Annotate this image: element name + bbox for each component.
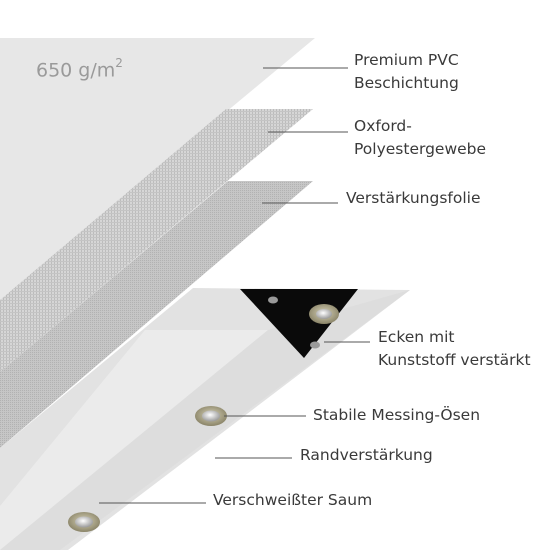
corner-rivet-2 <box>310 341 320 349</box>
corner-grommet-large-hole <box>316 309 332 319</box>
label-saum: Verschweißter Saum <box>213 491 373 509</box>
label-pvc-line2: Beschichtung <box>354 74 459 92</box>
oxford-fabric-layer <box>0 109 313 372</box>
label-folie: Verstärkungsfolie <box>346 189 481 207</box>
label-oxford-line2: Polyestergewebe <box>354 140 487 158</box>
label-ecken-line1: Ecken mit <box>378 328 455 346</box>
label-ecken-line2: Kunststoff verstärkt <box>378 351 531 369</box>
weight-unit-exponent: 2 <box>115 56 123 70</box>
label-oxford: Oxford- Polyestergewebe <box>354 115 486 161</box>
material-weight: 650 g/m2 <box>36 56 123 82</box>
label-rand: Randverstärkung <box>300 446 433 464</box>
leader-lines <box>99 67 370 504</box>
corner-rivet-1 <box>268 296 278 304</box>
label-oxford-line1: Oxford- <box>354 117 412 135</box>
label-oesen: Stabile Messing-Ösen <box>313 406 481 424</box>
brass-grommet-2-hole <box>75 516 93 528</box>
weight-value: 650 g/m <box>36 59 116 82</box>
label-ecken: Ecken mit Kunststoff verstärkt <box>378 326 531 372</box>
reinforcement-foil-layer <box>0 181 313 448</box>
label-pvc-line1: Premium PVC <box>354 51 459 69</box>
brass-grommet-1-hole <box>202 410 220 422</box>
label-pvc: Premium PVC Beschichtung <box>354 49 459 95</box>
